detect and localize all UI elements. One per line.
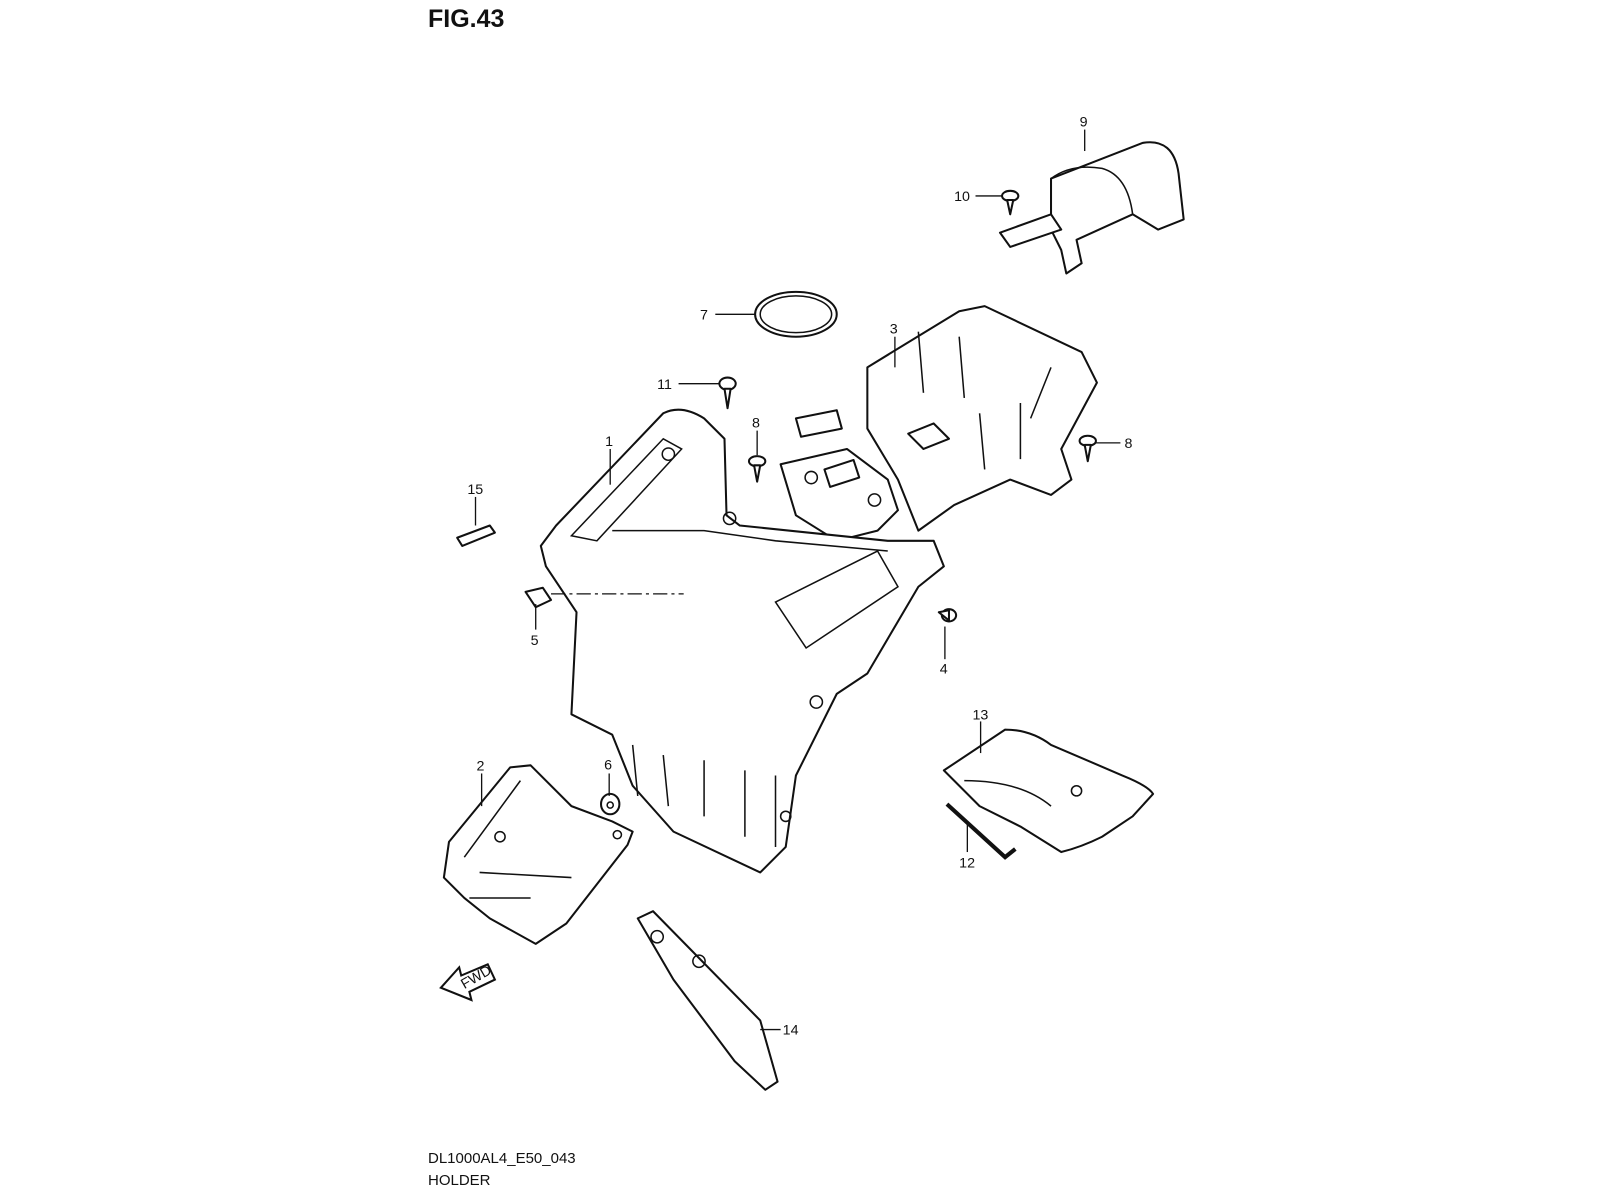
callout-6[interactable]: 6 xyxy=(604,757,612,773)
part-10-screw[interactable] xyxy=(1001,189,1020,216)
part-3-bracket[interactable] xyxy=(779,305,1098,542)
callout-8-right[interactable]: 8 xyxy=(1124,436,1132,452)
callout-11[interactable]: 11 xyxy=(657,377,672,393)
part-9-cover[interactable] xyxy=(998,141,1185,275)
callout-10[interactable]: 10 xyxy=(954,189,970,205)
part-13-cover[interactable] xyxy=(942,728,1155,854)
part-8-screw-right[interactable] xyxy=(1078,434,1097,463)
part-15-pad[interactable] xyxy=(456,524,496,547)
part-2-cover[interactable] xyxy=(442,764,634,945)
part-7-ring-inner xyxy=(759,295,833,334)
part-6-washer[interactable] xyxy=(600,792,621,816)
part-1-holder[interactable] xyxy=(539,408,945,874)
part-5-nut[interactable] xyxy=(524,586,553,609)
figure-title: FIG.43 xyxy=(428,5,505,33)
part-12-hex-wrench[interactable] xyxy=(945,802,1017,860)
part-14-sheet[interactable] xyxy=(636,910,779,1091)
callout-12[interactable]: 12 xyxy=(959,855,975,871)
part-8-screw-left[interactable] xyxy=(747,455,767,483)
callout-7[interactable]: 7 xyxy=(700,307,708,323)
callout-5[interactable]: 5 xyxy=(531,633,539,649)
assembly-name: HOLDER xyxy=(428,1172,491,1189)
part-4-screw[interactable] xyxy=(937,608,958,623)
callout-1[interactable]: 1 xyxy=(605,434,613,450)
callout-8-left[interactable]: 8 xyxy=(752,416,760,432)
callout-2[interactable]: 2 xyxy=(477,758,485,774)
part-7-ring[interactable] xyxy=(754,290,838,338)
callout-9[interactable]: 9 xyxy=(1080,115,1088,131)
leader-lines xyxy=(474,129,1121,1031)
part-11-screw[interactable] xyxy=(718,376,737,410)
callout-14[interactable]: 14 xyxy=(783,1023,799,1039)
callout-13[interactable]: 13 xyxy=(972,707,988,723)
callout-3[interactable]: 3 xyxy=(890,322,898,338)
callout-4[interactable]: 4 xyxy=(940,661,948,677)
drawing-code: DL1000AL4_E50_043 xyxy=(428,1150,576,1167)
fwd-direction-arrow: FWD xyxy=(439,963,497,1002)
callout-15[interactable]: 15 xyxy=(467,482,483,498)
